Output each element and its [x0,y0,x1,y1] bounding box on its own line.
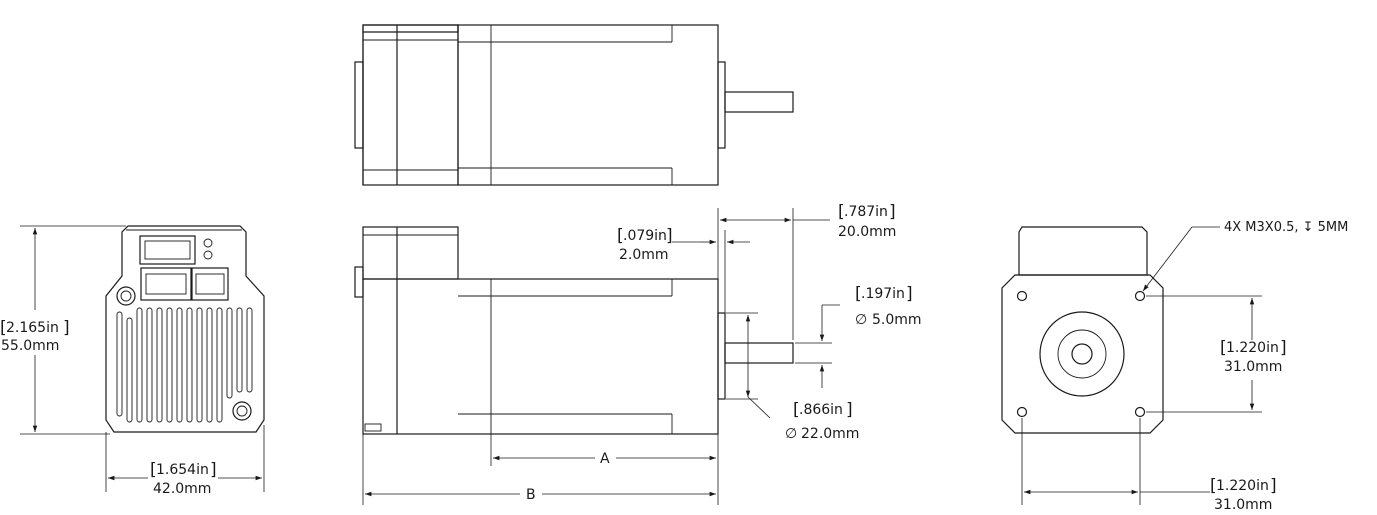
side-view-motor-body [362,278,719,435]
shaft-dia-metric: 5.0mm [872,312,922,328]
flange-imperial: .079in [623,228,667,244]
diameter-symbol: ∅ [785,426,797,442]
side-view [354,208,840,505]
mounting-hole-icon [1016,290,1028,302]
mounting-hole-icon [1134,290,1146,302]
hole-vertical-imperial: 1.220in [1226,340,1279,356]
bracket-close: ] [889,202,896,222]
diameter-symbol: ∅ [855,312,867,328]
front-view [1001,226,1262,505]
side-view-connector [354,266,364,298]
bracket-close: ] [906,284,913,304]
top-view [354,24,794,186]
side-view-pilot [717,312,726,400]
hole-horizontal-imperial: 1.220in [1216,478,1269,494]
pilot-dia-imperial: .866in [799,402,843,418]
bracket-open: [ [838,202,845,222]
width-metric: 42.0mm [153,481,211,497]
length-a-label: A [600,451,610,467]
width-imperial: 1.654in [156,462,209,478]
mounting-hole-callout: 4X M3X0.5, ↧ 5MM [1224,220,1348,235]
mounting-hole-icon [1016,406,1028,418]
bracket-open: [ [1220,338,1227,358]
left-end-view [20,225,265,492]
front-view-pilot-circle [1039,311,1125,397]
led-icon [203,238,213,248]
connector-bottom-right [191,267,229,301]
top-view-driver-housing [362,24,459,186]
bracket-close: ] [1280,338,1287,358]
height-metric: 55.0mm [1,338,59,354]
bracket-close: ] [666,226,673,246]
shaft-length-imperial: .787in [844,204,888,220]
top-view-connector [354,61,364,149]
flange-metric: 2.0mm [619,247,669,263]
length-b-label: B [526,487,536,503]
front-view-shaft-circle [1071,343,1093,365]
end-view-outline [105,225,265,433]
screw-icon [232,401,252,421]
side-view-shaft [724,342,794,364]
bracket-open: [ [1210,476,1217,496]
mounting-hole-icon [1134,406,1146,418]
bracket-open: [ [793,400,800,420]
bracket-open: [ [0,318,7,338]
cooling-fins [116,307,253,423]
hole-horizontal-metric: 31.0mm [1214,497,1272,513]
front-view-driver-outline [1018,226,1148,276]
screw-icon [116,286,136,306]
bracket-close: ] [210,460,217,480]
connector-bottom-left [140,267,192,301]
shaft-length-metric: 20.0mm [838,224,896,240]
bracket-open: [ [150,460,157,480]
top-view-pilot [717,61,726,149]
bracket-open: [ [617,226,624,246]
height-imperial: 2.165in [6,320,59,336]
bracket-open: [ [855,284,862,304]
front-view-flange [1001,274,1164,434]
top-view-shaft [724,91,794,113]
top-view-motor-body [457,24,719,186]
bracket-close: ] [846,400,853,420]
pilot-dia-metric: 22.0mm [801,426,859,442]
shaft-dia-imperial: .197in [861,286,905,302]
bracket-close: ] [1270,476,1277,496]
led-icon [203,250,213,260]
bracket-close: ] [63,318,70,338]
connector-top [139,235,196,265]
hole-vertical-metric: 31.0mm [1224,359,1282,375]
